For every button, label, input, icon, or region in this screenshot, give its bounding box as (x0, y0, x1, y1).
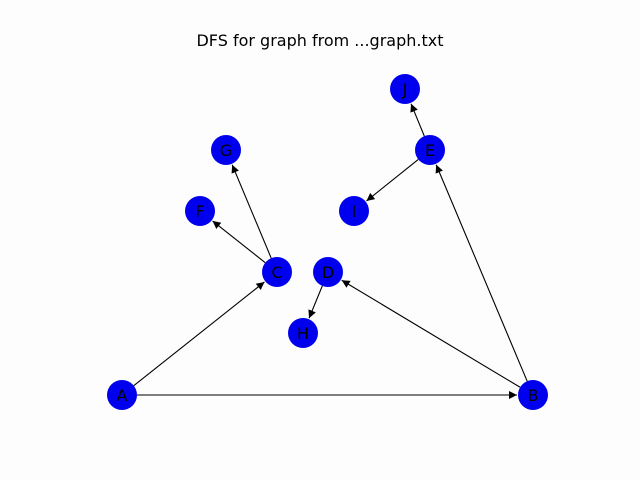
node-circle (211, 135, 241, 165)
node-label: J (402, 80, 408, 99)
node-label: B (528, 386, 539, 405)
node-label: I (352, 202, 357, 221)
node-label: H (297, 324, 309, 343)
node-circle (185, 196, 215, 226)
node-b: B (518, 380, 548, 410)
edge-e-j (410, 103, 425, 137)
node-label: C (271, 263, 282, 282)
node-label: E (425, 141, 435, 160)
edge-c-g (231, 164, 272, 259)
node-i: I (339, 196, 369, 226)
node-circle (107, 380, 137, 410)
edge-b-d (341, 279, 521, 388)
node-a: A (107, 380, 137, 410)
edge-c-f (212, 220, 266, 264)
node-h: H (288, 318, 318, 348)
node-e: E (415, 135, 445, 165)
node-circle (262, 257, 292, 287)
edge-d-h (308, 285, 323, 319)
edge-e-i (366, 158, 419, 202)
node-f: F (185, 196, 215, 226)
node-circle (518, 380, 548, 410)
node-label: F (195, 202, 204, 221)
node-circle (288, 318, 318, 348)
node-circle (390, 74, 420, 104)
edge-a-c (133, 281, 265, 387)
node-d: D (313, 257, 343, 287)
node-circle (313, 257, 343, 287)
node-circle (339, 196, 369, 226)
graph-title: DFS for graph from ...graph.txt (196, 31, 444, 50)
node-label: A (117, 386, 128, 405)
node-c: C (262, 257, 292, 287)
node-circle (415, 135, 445, 165)
node-label: G (220, 141, 232, 160)
node-g: G (211, 135, 241, 165)
node-j: J (390, 74, 420, 104)
node-label: D (322, 263, 334, 282)
edge-b-e (435, 164, 528, 382)
